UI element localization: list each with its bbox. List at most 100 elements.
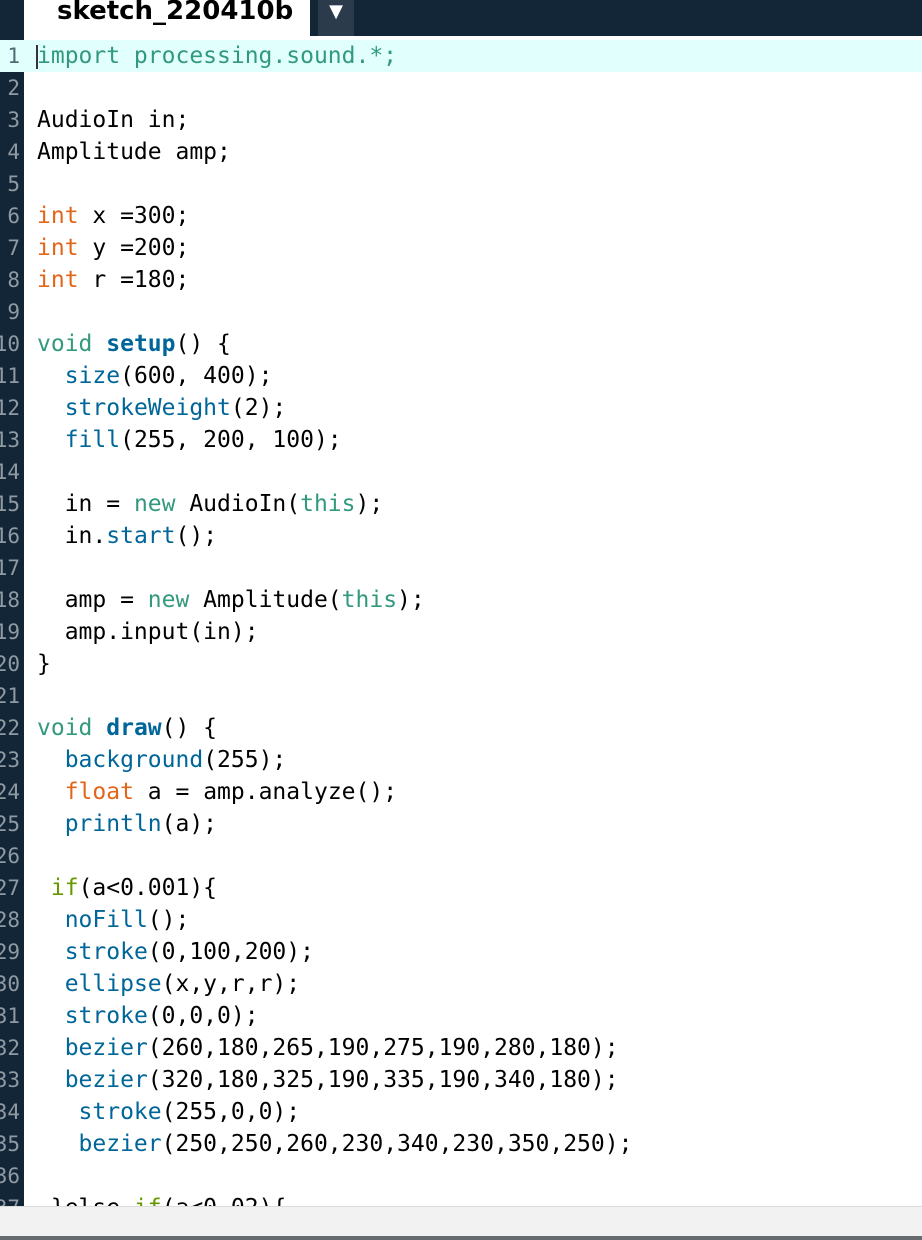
code-line[interactable]: 3 AudioIn in;: [0, 104, 922, 136]
code-line[interactable]: 23 background(255);: [0, 744, 922, 776]
line-number: 36: [0, 1164, 20, 1188]
code-token: println: [64, 811, 162, 837]
code-token: y =200;: [78, 235, 190, 261]
code-token: ();: [175, 523, 218, 549]
code-text: bezier(260,180,265,190,275,190,280,180);: [37, 1032, 619, 1064]
code-line[interactable]: 19 amp.input(in);: [0, 616, 922, 648]
code-text: bezier(250,250,260,230,340,230,350,250);: [37, 1128, 633, 1160]
code-token: (a);: [161, 811, 218, 837]
line-number: 27: [0, 876, 20, 900]
code-token: }: [37, 651, 51, 677]
code-text: strokeWeight(2);: [37, 392, 287, 424]
line-number: 17: [0, 556, 20, 580]
code-line[interactable]: 13 fill(255, 200, 100);: [0, 424, 922, 456]
code-token: x =300;: [78, 203, 190, 229]
code-token: in =: [37, 491, 134, 517]
line-number: 6: [7, 204, 20, 228]
code-line[interactable]: 28 noFill();: [0, 904, 922, 936]
code-line[interactable]: 9: [0, 296, 922, 328]
code-text: }: [37, 648, 51, 680]
code-line[interactable]: 27 if(a<0.001){: [0, 872, 922, 904]
code-line[interactable]: 34 stroke(255,0,0);: [0, 1096, 922, 1128]
line-number: 21: [0, 684, 20, 708]
code-line[interactable]: 18 amp = new Amplitude(this);: [0, 584, 922, 616]
code-token: int: [37, 203, 79, 229]
code-line[interactable]: 12 strokeWeight(2);: [0, 392, 922, 424]
line-number: 20: [0, 652, 20, 676]
code-line[interactable]: 6 int x =300;: [0, 200, 922, 232]
console-divider[interactable]: [0, 1236, 922, 1240]
code-text: size(600, 400);: [37, 360, 273, 392]
code-token: [92, 715, 106, 741]
code-token: this: [341, 587, 398, 613]
sketch-tab[interactable]: sketch_220410b: [24, 0, 310, 36]
code-text: AudioIn in;: [37, 104, 189, 136]
line-number: 3: [7, 108, 20, 132]
code-line[interactable]: 20}: [0, 648, 922, 680]
line-number: 33: [0, 1068, 20, 1092]
code-token: amp.input(in);: [37, 619, 259, 645]
code-line[interactable]: 25 println(a);: [0, 808, 922, 840]
code-line[interactable]: 30 ellipse(x,y,r,r);: [0, 968, 922, 1000]
line-number: 19: [0, 620, 20, 644]
code-line[interactable]: 24 float a = amp.analyze();: [0, 776, 922, 808]
code-line[interactable]: 15 in = new AudioIn(this);: [0, 488, 922, 520]
code-line[interactable]: 17: [0, 552, 922, 584]
line-number: 4: [7, 140, 20, 164]
code-text: int r =180;: [37, 264, 189, 296]
code-token: [37, 939, 65, 965]
code-line[interactable]: 36: [0, 1160, 922, 1192]
code-line[interactable]: 35 bezier(250,250,260,230,340,230,350,25…: [0, 1128, 922, 1160]
line-number: 10: [0, 332, 20, 356]
code-token: import processing.sound.*;: [37, 43, 398, 69]
code-token: (260,180,265,190,275,190,280,180);: [147, 1035, 619, 1061]
code-token: (2);: [230, 395, 287, 421]
code-line[interactable]: 21: [0, 680, 922, 712]
line-number-gutter: [0, 36, 24, 1206]
code-line[interactable]: 16 in.start();: [0, 520, 922, 552]
line-number: 28: [0, 908, 20, 932]
code-token: [37, 1099, 79, 1125]
line-number: 16: [0, 524, 20, 548]
code-token: [37, 875, 51, 901]
code-token: [37, 1003, 65, 1029]
code-line[interactable]: 2: [0, 72, 922, 104]
line-number: 15: [0, 492, 20, 516]
code-token: (320,180,325,190,335,190,340,180);: [147, 1067, 619, 1093]
code-token: [37, 363, 65, 389]
code-line[interactable]: 14: [0, 456, 922, 488]
code-token: );: [355, 491, 384, 517]
code-token: ();: [147, 907, 190, 933]
line-number: 32: [0, 1036, 20, 1060]
tab-menu-button[interactable]: ▼: [318, 0, 354, 36]
code-token: noFill: [64, 907, 148, 933]
code-text: float a = amp.analyze();: [37, 776, 397, 808]
code-line[interactable]: 26: [0, 840, 922, 872]
code-token: [37, 1035, 65, 1061]
code-line[interactable]: 33 bezier(320,180,325,190,335,190,340,18…: [0, 1064, 922, 1096]
code-text: fill(255, 200, 100);: [37, 424, 342, 456]
code-line[interactable]: 37 }else if(a<0.02){: [0, 1192, 922, 1206]
status-bar: [0, 1206, 922, 1237]
line-number: 2: [7, 76, 20, 100]
code-line[interactable]: 31 stroke(0,0,0);: [0, 1000, 922, 1032]
code-line[interactable]: 29 stroke(0,100,200);: [0, 936, 922, 968]
code-line[interactable]: 11 size(600, 400);: [0, 360, 922, 392]
code-token: int: [37, 267, 79, 293]
code-line[interactable]: 32 bezier(260,180,265,190,275,190,280,18…: [0, 1032, 922, 1064]
line-number: 25: [0, 812, 20, 836]
code-line[interactable]: 5: [0, 168, 922, 200]
code-token: void: [37, 715, 93, 741]
code-text: import processing.sound.*;: [37, 40, 397, 72]
code-token: () {: [161, 715, 218, 741]
code-token: (255, 200, 100);: [120, 427, 342, 453]
code-token: AudioIn in;: [37, 107, 190, 133]
